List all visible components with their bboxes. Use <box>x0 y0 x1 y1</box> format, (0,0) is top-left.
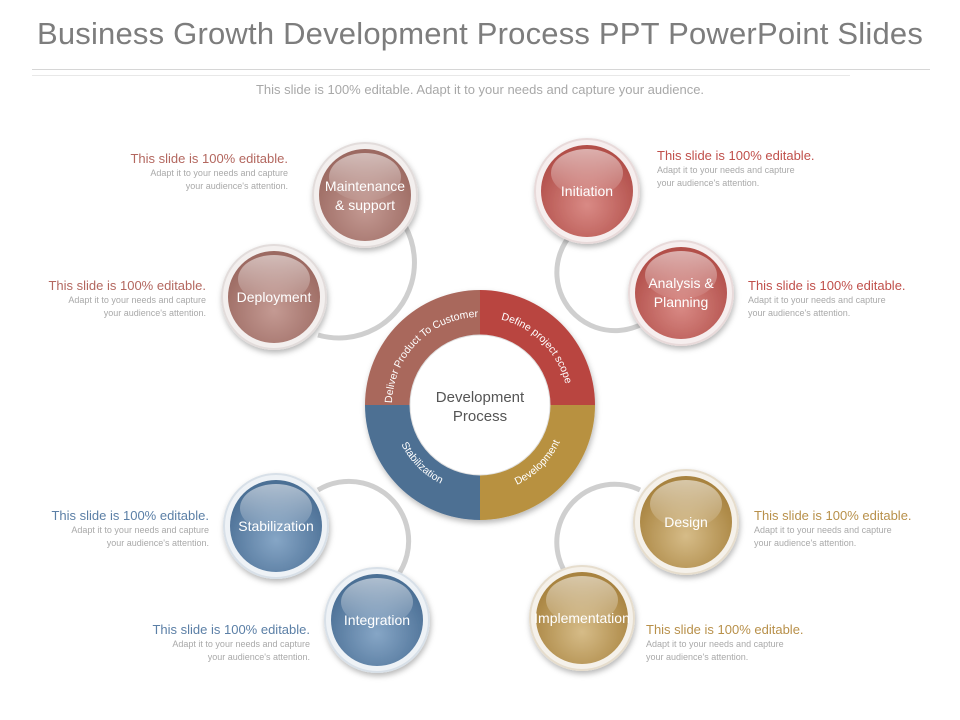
note-body-line2: your audience's attention. <box>748 308 851 318</box>
node-implementation[interactable] <box>529 565 635 671</box>
title-divider <box>32 69 930 70</box>
node-maintenance-label-1: Maintenance <box>325 178 405 194</box>
note-heading: This slide is 100% editable. <box>48 278 206 293</box>
node-initiation-label: Initiation <box>561 183 613 199</box>
note-initiation: This slide is 100% editable. Adapt it to… <box>657 148 857 190</box>
ring-segment-deliver <box>365 290 480 405</box>
ring-segment-stabilization <box>365 405 480 520</box>
note-body-line1: Adapt it to your needs and capture <box>748 295 886 305</box>
note-body-line1: Adapt it to your needs and capture <box>657 165 795 175</box>
note-deployment: This slide is 100% editable. Adapt it to… <box>6 278 206 320</box>
node-deployment-label: Deployment <box>237 289 312 305</box>
note-heading: This slide is 100% editable. <box>657 148 815 163</box>
note-body-line1: Adapt it to your needs and capture <box>754 525 892 535</box>
note-body-line1: Adapt it to your needs and capture <box>646 639 784 649</box>
center-label-line1: Development <box>436 389 525 406</box>
title-divider-secondary <box>32 75 850 76</box>
note-body-line1: Adapt it to your needs and capture <box>68 295 206 305</box>
note-body-line2: your audience's attention. <box>646 652 749 662</box>
node-stabilization[interactable] <box>223 473 329 579</box>
note-heading: This slide is 100% editable. <box>646 622 804 637</box>
note-maintenance: This slide is 100% editable. Adapt it to… <box>88 151 288 193</box>
center-ring <box>365 290 595 520</box>
node-initiation[interactable] <box>534 138 640 244</box>
note-heading: This slide is 100% editable. <box>130 151 288 166</box>
note-body-line2: your audience's attention. <box>103 308 206 318</box>
note-analysis: This slide is 100% editable. Adapt it to… <box>748 278 948 320</box>
ring-segment-define-scope <box>480 290 595 405</box>
note-body-line1: Adapt it to your needs and capture <box>71 525 209 535</box>
slide-title: Business Growth Development Process PPT … <box>36 16 924 51</box>
node-design[interactable] <box>633 469 739 575</box>
note-body-line2: your audience's attention. <box>185 181 288 191</box>
node-deployment[interactable] <box>221 244 327 350</box>
node-integration-label: Integration <box>344 612 410 628</box>
note-body-line2: your audience's attention. <box>106 538 209 548</box>
ring-segment-development <box>480 405 595 520</box>
node-implementation-label: Implementation <box>534 610 630 626</box>
note-body-line1: Adapt it to your needs and capture <box>172 639 310 649</box>
node-analysis-label-2: Planning <box>654 294 709 310</box>
note-heading: This slide is 100% editable. <box>152 622 310 637</box>
node-maintenance[interactable] <box>312 142 418 248</box>
node-analysis[interactable] <box>628 240 734 346</box>
note-integration: This slide is 100% editable. Adapt it to… <box>110 622 310 664</box>
note-body-line2: your audience's attention. <box>207 652 310 662</box>
node-design-label: Design <box>664 514 708 530</box>
note-implementation: This slide is 100% editable. Adapt it to… <box>646 622 846 664</box>
note-design: This slide is 100% editable. Adapt it to… <box>754 508 954 550</box>
note-body-line2: your audience's attention. <box>754 538 857 548</box>
note-body-line2: your audience's attention. <box>657 178 760 188</box>
node-integration[interactable] <box>324 567 430 673</box>
node-maintenance-label-2: & support <box>335 197 395 213</box>
node-analysis-label-1: Analysis & <box>648 275 714 291</box>
slide-subtitle: This slide is 100% editable. Adapt it to… <box>255 82 705 97</box>
center-label-line2: Process <box>453 408 507 425</box>
node-stabilization-label: Stabilization <box>238 518 314 534</box>
note-body-line1: Adapt it to your needs and capture <box>150 168 288 178</box>
note-heading: This slide is 100% editable. <box>748 278 906 293</box>
note-stabilization: This slide is 100% editable. Adapt it to… <box>9 508 209 550</box>
note-heading: This slide is 100% editable. <box>754 508 912 523</box>
note-heading: This slide is 100% editable. <box>51 508 209 523</box>
